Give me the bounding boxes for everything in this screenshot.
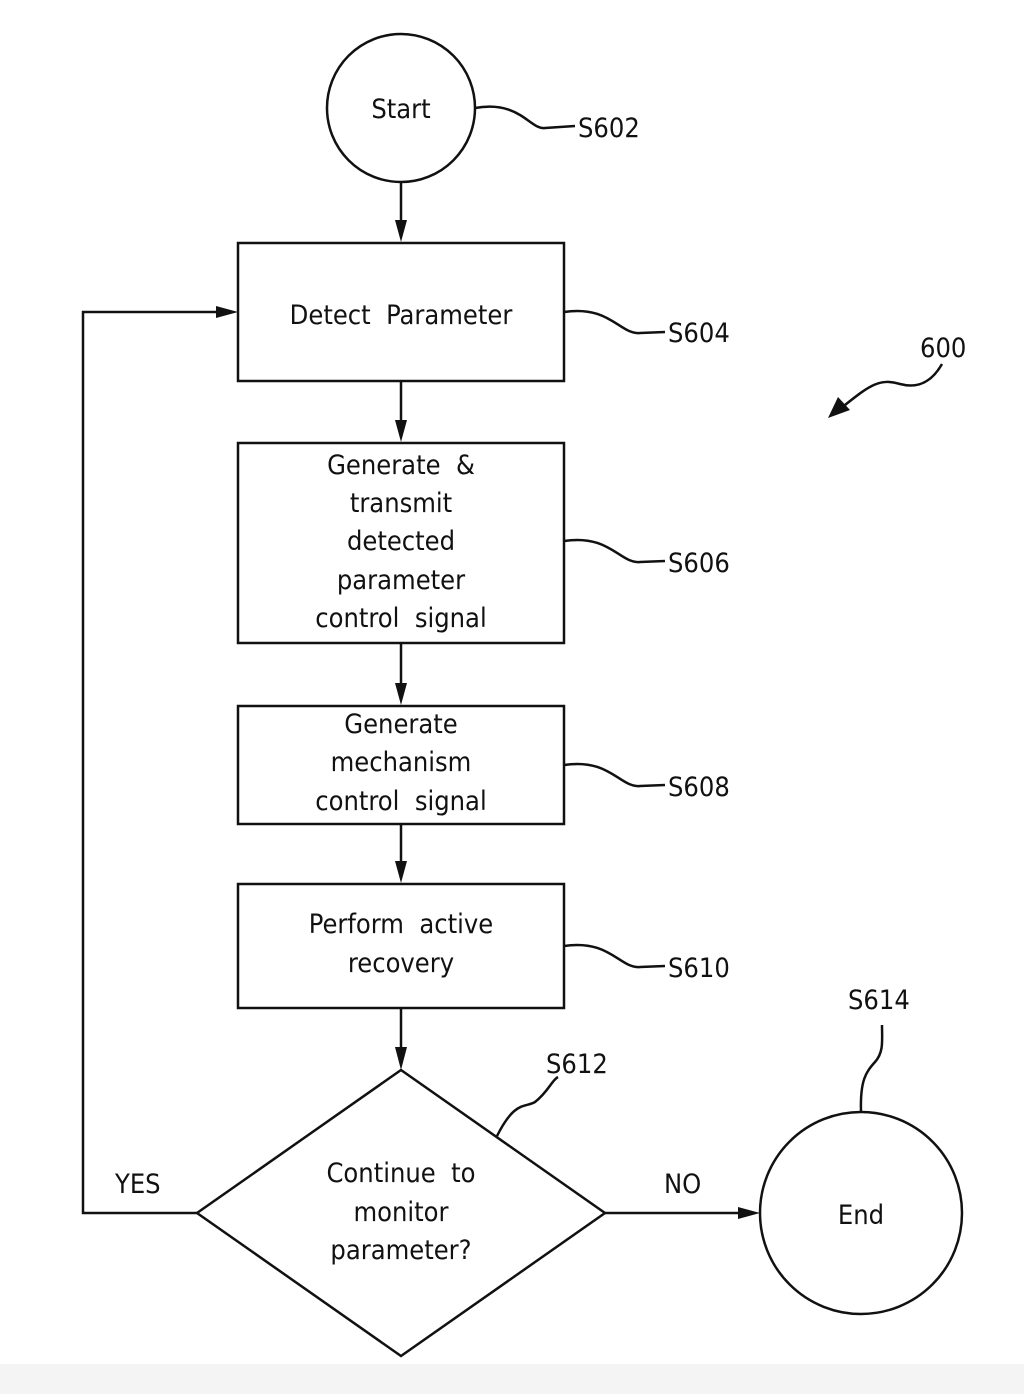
decision-line-1: Continue to: [326, 1158, 475, 1189]
generate-transmit-line-3: detected: [347, 526, 455, 557]
generate-transmit-line-2: transmit: [350, 488, 452, 519]
node-detect-parameter: Detect Parameter: [236, 241, 566, 383]
start-label: Start: [371, 94, 430, 125]
generate-transmit-line-4: parameter: [337, 565, 465, 596]
ref-s608: S608: [668, 772, 730, 803]
ref-s614: S614: [848, 985, 910, 1016]
ref-leader-s614: [859, 1024, 884, 1113]
ref-leader-s610: [563, 943, 666, 969]
figure-number: 600: [920, 333, 966, 364]
generate-transmit-line-1: Generate &: [327, 450, 475, 481]
node-generate-transmit: Generate & transmit detected parameter c…: [236, 441, 566, 645]
arrowhead: [395, 1047, 407, 1070]
ref-s602: S602: [578, 113, 640, 144]
arrowhead: [216, 306, 238, 318]
end-label: End: [838, 1200, 884, 1231]
generate-transmit-box: [236, 441, 566, 645]
arrowhead: [395, 683, 407, 705]
edge-label-yes: YES: [114, 1169, 161, 1200]
ref-leader-s612: [495, 1075, 559, 1137]
generate-mechanism-line-1: Generate: [344, 709, 457, 740]
arrowhead: [738, 1207, 760, 1219]
detect-parameter-label: Detect Parameter: [290, 300, 513, 331]
node-perform-recovery: Perform active recovery: [236, 882, 566, 1010]
ref-s610: S610: [668, 953, 730, 984]
node-generate-mechanism: Generate mechanism control signal: [236, 704, 566, 826]
perform-recovery-line-1: Perform active: [309, 909, 493, 940]
generate-mechanism-line-2: mechanism: [331, 747, 472, 778]
edge-label-no: NO: [664, 1169, 701, 1200]
decision-line-3: parameter?: [330, 1235, 471, 1266]
decision-diamond: [194, 1068, 608, 1358]
generate-transmit-line-5: control signal: [315, 603, 486, 634]
perform-recovery-line-2: recovery: [348, 948, 454, 979]
ref-s604: S604: [668, 318, 730, 349]
edge-yes-loop: [81, 310, 220, 1215]
bottom-band: [0, 1364, 1024, 1394]
ref-s612: S612: [546, 1049, 608, 1080]
figure-pointer-arrowhead: [828, 397, 850, 418]
perform-recovery-box: [236, 882, 566, 1010]
node-end: End: [758, 1110, 964, 1316]
decision-line-2: monitor: [353, 1197, 448, 1228]
ref-leader-s604: [563, 309, 666, 335]
ref-s606: S606: [668, 548, 730, 579]
ref-leader-s602: [474, 105, 576, 130]
arrowhead: [395, 420, 407, 442]
figure-pointer-line: [844, 363, 944, 406]
generate-mechanism-line-3: control signal: [315, 786, 486, 817]
ref-leader-s608: [563, 762, 666, 788]
ref-leader-s606: [563, 538, 666, 564]
node-decision: Continue to monitor parameter?: [194, 1068, 608, 1358]
arrowhead: [395, 220, 407, 242]
arrowhead: [395, 861, 407, 883]
node-start: Start: [325, 32, 477, 184]
